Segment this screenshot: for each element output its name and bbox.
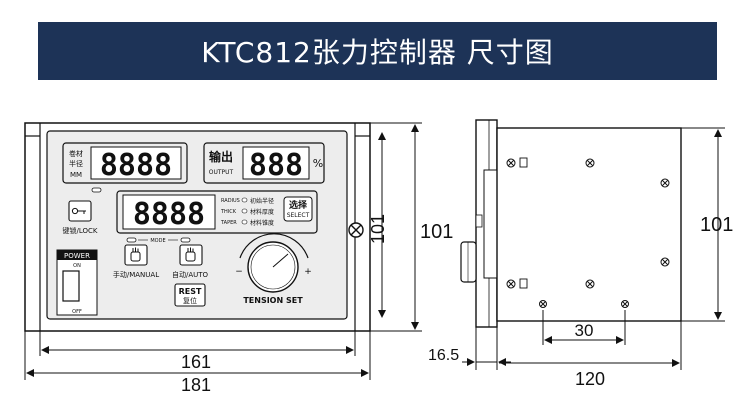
- radius-param-cn: 初始半径: [250, 197, 274, 205]
- output-display-value: 888: [249, 148, 303, 183]
- front-inner-height-dimension: 101: [368, 214, 388, 244]
- screw-icon: [660, 178, 670, 188]
- param-list: RADIUS 初始半径 THICK 材料厚度 TAPER 材料锥度: [220, 197, 274, 227]
- side-depth-dimension: 120: [575, 369, 605, 389]
- taper-param-label: TAPER: [220, 220, 237, 226]
- lock-indicator-led: [91, 187, 102, 193]
- page-title: KTC812张力控制器 尺寸图: [201, 36, 554, 69]
- manual-button[interactable]: [124, 244, 148, 266]
- front-height-dimension: 101: [420, 221, 453, 243]
- lock-button-label: 键锁/LOCK: [63, 226, 98, 235]
- tension-set-label: TENSION SET: [243, 296, 303, 305]
- screw-icon: [348, 222, 364, 238]
- key-icon: [71, 207, 86, 215]
- front-inner-width-dimension: 161: [181, 352, 211, 372]
- mode-label: MODE: [150, 238, 165, 244]
- hand-icon: [130, 247, 141, 262]
- main-display-frame: [116, 190, 318, 234]
- front-view: 卷材 半径 MM 8888 输出 OUTPUT 888 % 8888 RADIU…: [24, 122, 371, 332]
- main-display-value: 8888: [133, 197, 205, 232]
- tension-knob[interactable]: [239, 233, 309, 293]
- side-view: [460, 119, 682, 328]
- select-label-en: SELECT: [287, 212, 310, 219]
- power-switch[interactable]: [62, 270, 80, 302]
- radius-label-unit: MM: [70, 171, 82, 179]
- auto-button[interactable]: [179, 244, 203, 266]
- title-banner: KTC812张力控制器 尺寸图: [38, 22, 717, 80]
- side-knob: [460, 241, 477, 283]
- screw-icon: [585, 279, 595, 289]
- power-off-label: OFF: [72, 309, 82, 315]
- output-display-frame: [203, 142, 325, 184]
- output-label-en: OUTPUT: [209, 169, 234, 176]
- screw-icon: [621, 300, 629, 308]
- power-label: POWER: [64, 252, 90, 260]
- radius-display-frame: [62, 142, 188, 184]
- side-height-dimension: 101: [700, 214, 733, 236]
- screw-icon: [539, 300, 547, 308]
- front-dimensions: 101 101 161 181: [24, 122, 453, 395]
- radius-label-mid: 半径: [69, 159, 83, 168]
- percent-sign: %: [313, 157, 323, 170]
- screw-icon: [506, 158, 516, 168]
- side-dimensions: 101 30 16.5 120: [428, 127, 733, 389]
- auto-button-label: 自动/AUTO: [172, 270, 209, 279]
- screw-icon: [660, 257, 670, 267]
- taper-param-cn: 材料锥度: [250, 219, 274, 227]
- select-label-cn: 选择: [289, 199, 308, 211]
- radius-display-value: 8888: [100, 148, 172, 183]
- output-label-cn: 输出: [209, 149, 233, 164]
- select-button[interactable]: 选择 SELECT: [283, 196, 313, 222]
- side-flange-dimension: 16.5: [428, 347, 459, 364]
- reset-label-en: REST: [179, 287, 202, 296]
- power-on-label: ON: [73, 263, 81, 269]
- front-outer-width-dimension: 181: [181, 375, 211, 395]
- side-body: [496, 127, 682, 322]
- knob-plus-sign: +: [304, 267, 312, 277]
- screw-icon: [585, 158, 595, 168]
- side-screws: [506, 157, 670, 308]
- manual-button-label: 手动/MANUAL: [113, 270, 159, 279]
- side-slot-dimension: 30: [575, 321, 594, 340]
- hand-auto-icon: [185, 247, 196, 262]
- power-switch-block: POWER ON OFF: [56, 249, 98, 316]
- manual-mode-led: [126, 237, 137, 243]
- thick-param-cn: 材料厚度: [250, 208, 274, 216]
- radius-param-label: RADIUS: [221, 198, 240, 204]
- reset-button[interactable]: REST 复位: [174, 283, 206, 307]
- thick-param-label: THICK: [220, 209, 237, 215]
- auto-mode-led: [180, 237, 191, 243]
- lock-button[interactable]: [68, 200, 92, 222]
- knob-minus-sign: −: [235, 267, 243, 277]
- reset-label-cn: 复位: [183, 296, 197, 305]
- radius-label-top: 卷材: [69, 149, 83, 158]
- screw-icon: [506, 279, 516, 289]
